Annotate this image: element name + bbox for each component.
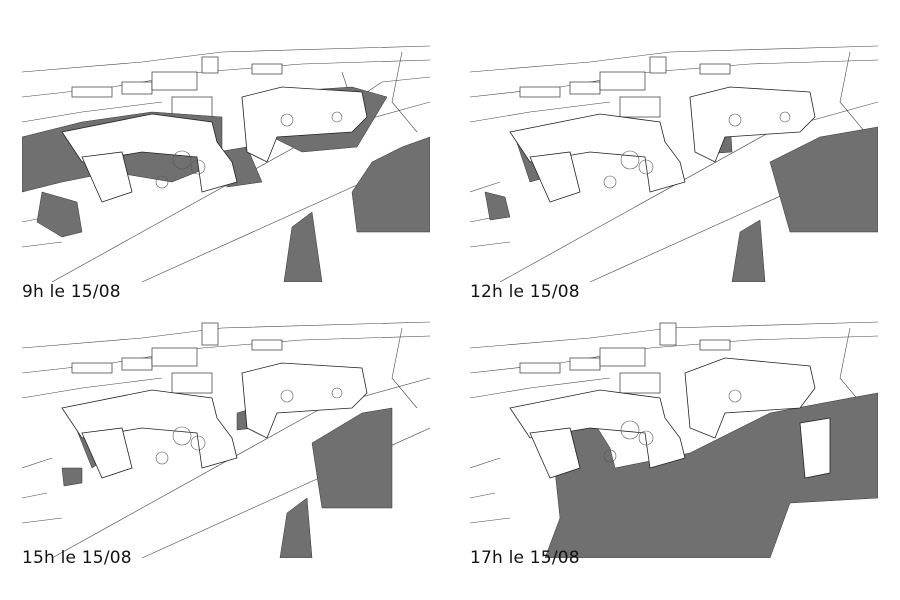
city-block-render-12h bbox=[470, 45, 878, 282]
city-block-render-9h bbox=[22, 45, 430, 282]
shadow-study-panel-17h bbox=[470, 318, 878, 558]
panel-caption-17h: 17h le 15/08 bbox=[470, 548, 580, 568]
shadow-study-panel-9h bbox=[22, 42, 430, 282]
city-block-render-15h bbox=[22, 321, 430, 558]
shadow-study-panel-12h bbox=[470, 42, 878, 282]
panel-caption-15h: 15h le 15/08 bbox=[22, 548, 132, 568]
panel-caption-9h: 9h le 15/08 bbox=[22, 282, 121, 302]
panel-caption-12h: 12h le 15/08 bbox=[470, 282, 580, 302]
shadow-study-panel-15h bbox=[22, 318, 430, 558]
city-block-render-17h bbox=[470, 321, 878, 558]
